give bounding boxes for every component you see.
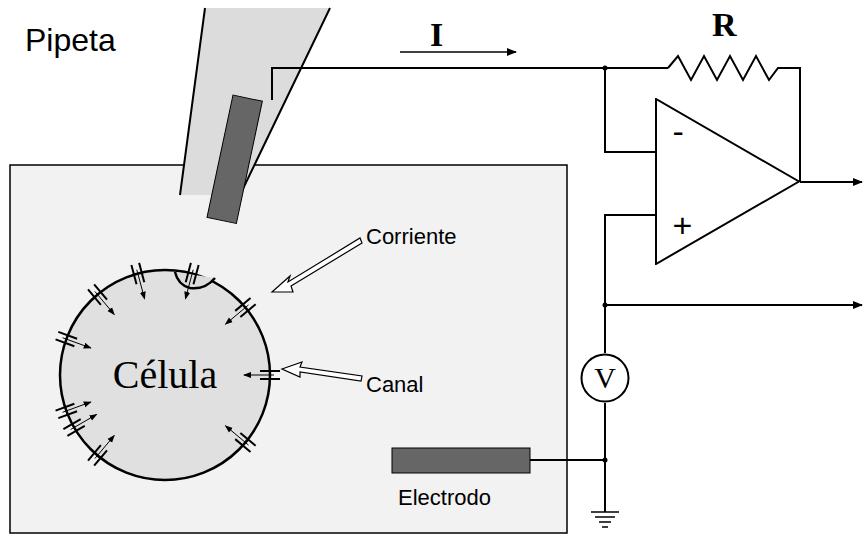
cell: Célula bbox=[60, 270, 270, 480]
resistor-label: R bbox=[712, 8, 737, 42]
ground-symbol bbox=[591, 512, 619, 527]
bath bbox=[10, 165, 567, 533]
current-arrow bbox=[400, 51, 516, 53]
node-text: V bbox=[594, 363, 616, 393]
bath-electrode bbox=[392, 448, 530, 473]
part-label: Electrodo bbox=[398, 487, 491, 509]
output-wire bbox=[800, 181, 862, 183]
channels bbox=[56, 263, 280, 466]
callout-arrow bbox=[272, 238, 362, 292]
wire bbox=[605, 68, 655, 152]
part-label: Pipeta bbox=[25, 24, 116, 56]
cell-membrane bbox=[60, 270, 270, 480]
wire-connector bbox=[605, 215, 655, 353]
voltmeter-symbol: V bbox=[580, 353, 630, 403]
part-label: Corriente bbox=[366, 226, 456, 248]
wire bbox=[272, 68, 668, 100]
part-label: Canal bbox=[366, 374, 423, 396]
callout-arrow bbox=[282, 362, 362, 381]
opamp-symbol: -+ bbox=[655, 98, 800, 265]
output-wire bbox=[605, 304, 862, 306]
node-text: - bbox=[672, 114, 683, 148]
node-text: + bbox=[672, 208, 692, 242]
node-text: Célula bbox=[113, 355, 217, 395]
pipette-electrode bbox=[207, 95, 262, 224]
current-label: I bbox=[430, 18, 443, 52]
wire bbox=[530, 459, 605, 461]
